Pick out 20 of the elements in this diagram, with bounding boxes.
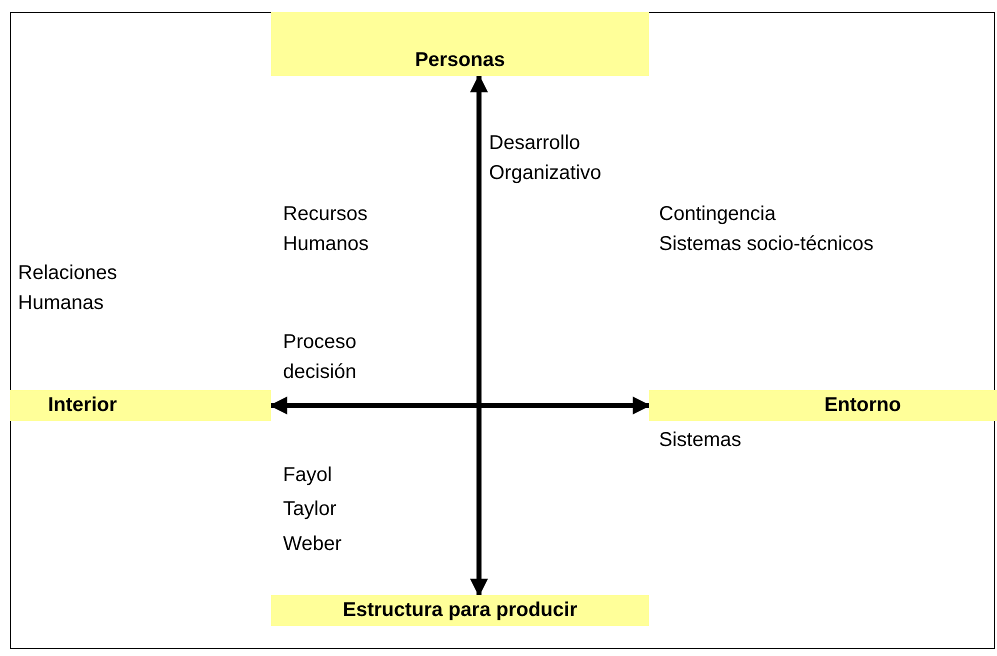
theory-label: Desarrollo Organizativo [489, 131, 602, 186]
double-arrow [269, 396, 651, 414]
axis-band [10, 390, 271, 421]
axis-band [649, 390, 997, 421]
theory-label: Contingencia [659, 202, 777, 227]
theory-label: Recursos Humanos [283, 202, 370, 257]
theory-label: Sistemas socio-técnicos [659, 232, 875, 257]
theory-label: Fayol [283, 463, 333, 488]
band-label: Personas [414, 49, 506, 72]
band-label: Interior [48, 394, 117, 417]
theory-label: Proceso decisión [283, 330, 358, 385]
band-label: Entorno [824, 394, 901, 417]
theory-label: Weber [283, 532, 343, 557]
axis-band [271, 595, 649, 626]
theory-label: Relaciones Humanas [18, 261, 118, 316]
theory-label: Sistemas [659, 428, 742, 453]
theory-label: Taylor [283, 497, 338, 522]
band-label: Estructura para producir [342, 599, 578, 622]
double-arrow [470, 74, 488, 597]
axis-band [271, 12, 649, 76]
